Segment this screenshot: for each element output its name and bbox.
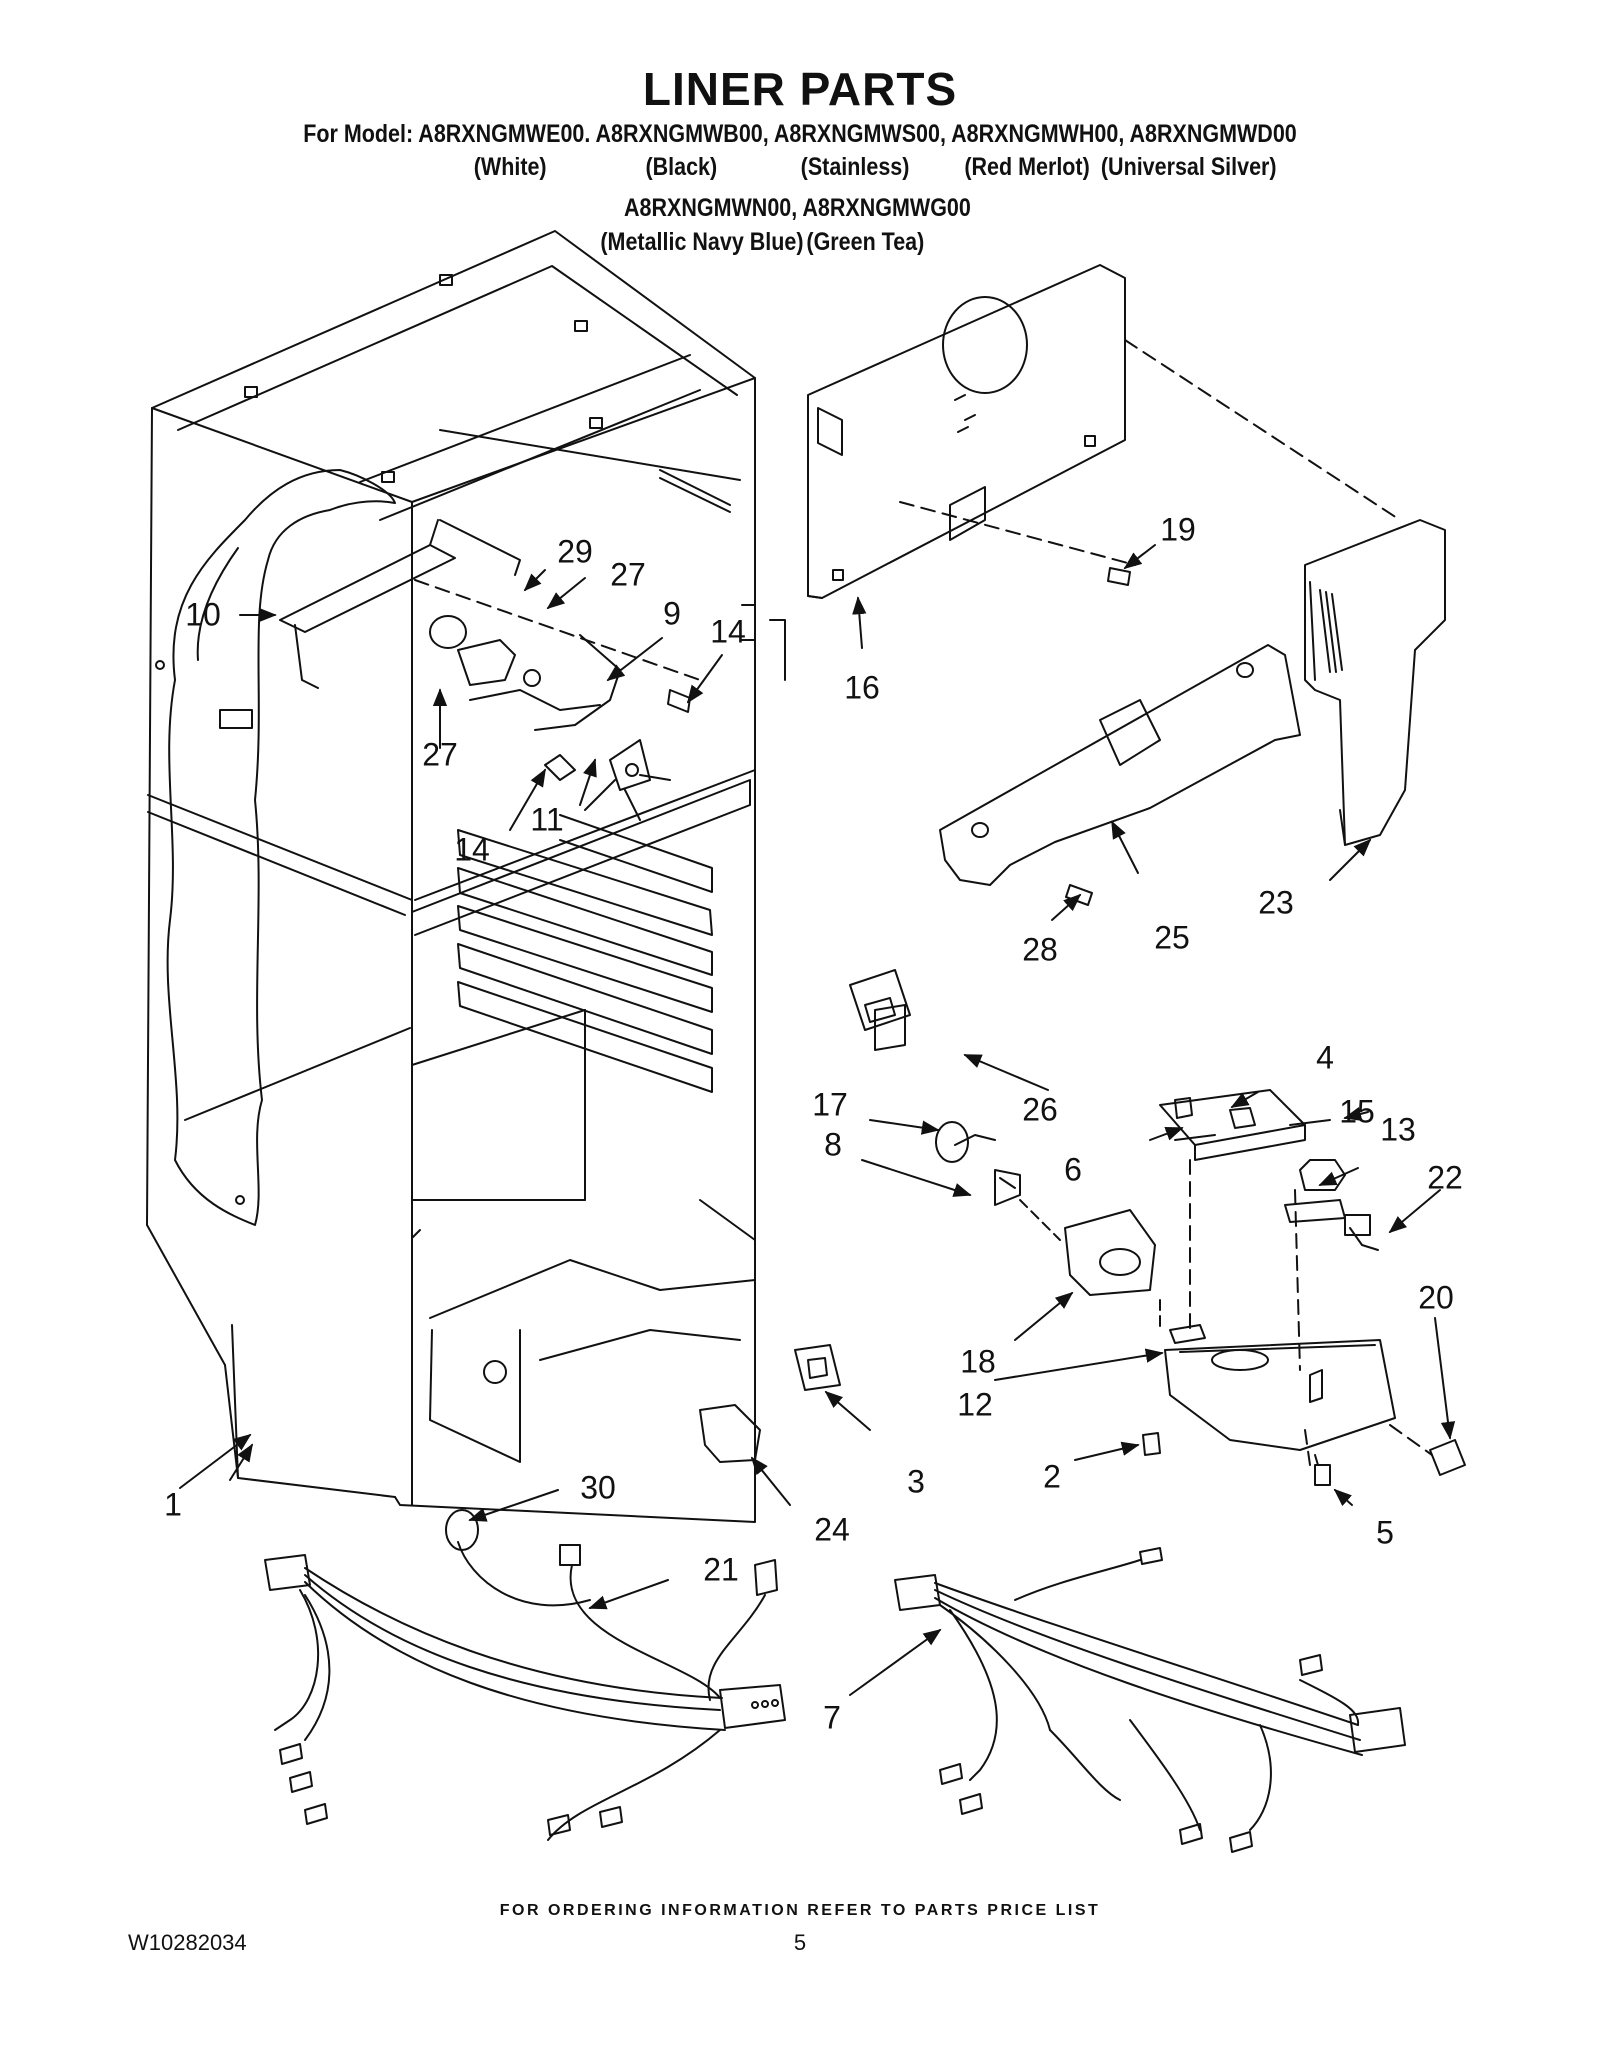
callout-22: 22 [1427,1159,1463,1196]
callout-24: 24 [814,1511,850,1548]
callout-1: 1 [164,1486,182,1523]
callout-20: 19 [1160,511,1196,548]
air-duct-cover [1304,519,1446,846]
model-list: For Model: A8RXNGMWE00. A8RXNGMWB00, A8R… [303,120,1297,148]
page-title: LINER PARTS [642,63,958,115]
color-label: (Black) [645,153,718,181]
callout-28: 28 [1022,931,1058,968]
callout-14: 14 [710,613,746,650]
callout-23: 23 [1258,884,1294,921]
connectors [699,1004,906,1463]
callout-14: 14 [454,831,490,868]
callout-10: 10 [185,596,221,633]
color-label: (Green Tea) [806,228,925,256]
light-housing [849,969,1156,1296]
page-number: 5 [793,1930,807,1955]
callout-16: 16 [844,669,880,706]
color-label: (White) [473,153,547,181]
callout-4: 4 [1316,1039,1334,1076]
leader-lines [179,339,1456,1696]
refrigerator-liner [146,230,786,1523]
callout-21: 21 [703,1551,739,1588]
callout-8: 8 [824,1126,842,1163]
wire-harness-21 [264,1509,786,1841]
color-label: (Universal Silver) [1100,153,1277,181]
callout-12: 12 [957,1386,993,1423]
callout-5: 5 [1376,1514,1394,1551]
ordering-note: FOR ORDERING INFORMATION REFER TO PARTS … [499,1902,1101,1919]
rear-panel [807,264,1126,599]
callout-25: 25 [1154,919,1190,956]
color-label: (Stainless) [800,153,910,181]
callout-6: 6 [1064,1151,1082,1188]
fan-motor-assembly [279,519,691,821]
callout-27: 27 [422,736,458,773]
callout-9: 9 [663,595,681,632]
callout-30: 30 [580,1469,616,1506]
document-number: W10282034 [128,1930,247,1955]
callout-27: 27 [610,556,646,593]
callout-26: 26 [1022,1091,1058,1128]
color-label: (Metallic Navy Blue) [600,228,804,256]
callout-29: 29 [557,533,593,570]
callout-18: 18 [960,1343,996,1380]
callout-13: 13 [1380,1111,1416,1148]
callout-17: 17 [812,1086,848,1123]
callout-11: 11 [530,801,564,838]
callout-15: 15 [1339,1093,1375,1130]
callout-19: 20 [1418,1279,1454,1316]
color-label: (Red Merlot) [964,153,1090,181]
model-list: A8RXNGMWN00, A8RXNGMWG00 [624,194,971,222]
callout-2: 2 [1043,1458,1061,1495]
wire-harness-7 [894,1547,1406,1853]
callout-3: 3 [907,1463,925,1500]
screws [1065,567,1331,1486]
light-shield [939,644,1301,886]
callout-7: 7 [823,1699,841,1736]
